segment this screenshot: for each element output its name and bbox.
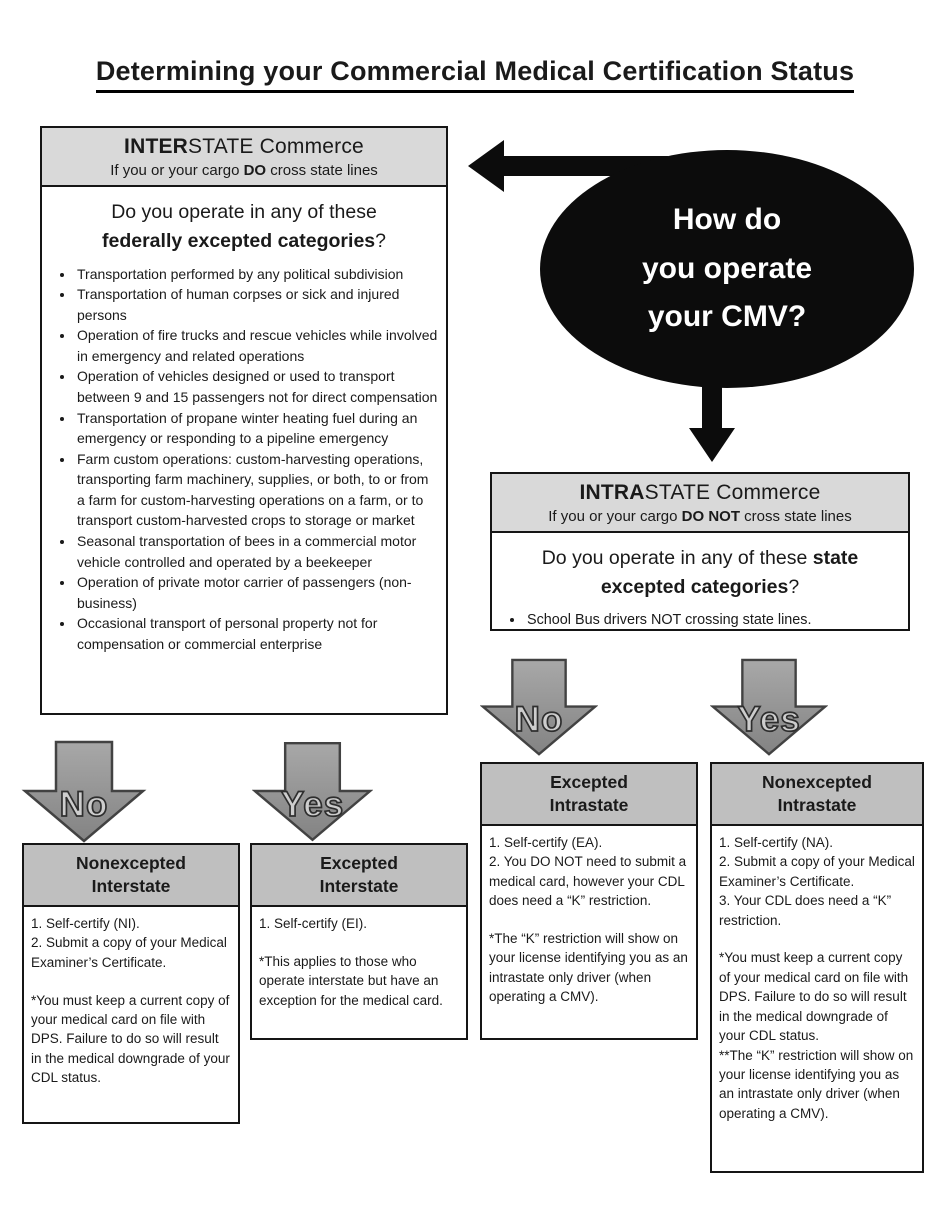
federal-exception-item: Transportation performed by any politica… xyxy=(75,264,438,285)
nonexcepted-intrastate-title: Nonexcepted Intrastate xyxy=(710,762,924,826)
detail-line: 3. Your CDL does need a “K” restriction. xyxy=(719,893,892,928)
gray-down-arrow-icon xyxy=(252,741,373,842)
nonexcepted-interstate-box: Nonexcepted Interstate 1. Self-certify (… xyxy=(22,843,240,1124)
yes-arrow-label: Yes xyxy=(280,784,345,825)
federal-exception-item: Operation of private motor carrier of pa… xyxy=(75,572,438,613)
oval-line-3: your CMV? xyxy=(647,300,807,334)
detail-line: 2. You DO NOT need to submit a medical c… xyxy=(489,854,687,909)
state-exceptions-list: School Bus drivers NOT crossing state li… xyxy=(500,610,900,631)
decision-oval-text: How do you operate your CMV? xyxy=(642,196,812,342)
detail-line: *You must keep a current copy of your me… xyxy=(719,950,909,1044)
intrastate-header: INTRASTATE Commerce If you or your cargo… xyxy=(490,472,910,533)
oval-line-2: you operate xyxy=(641,251,813,285)
interstate-question: Do you operate in any of these federally… xyxy=(102,201,386,253)
federal-exception-item: Transportation of human corpses or sick … xyxy=(75,284,438,325)
excepted-interstate-box: Excepted Interstate 1. Self-certify (EI)… xyxy=(250,843,468,1040)
yes-arrow-label: Yes xyxy=(736,699,801,740)
detail-line xyxy=(31,972,231,990)
down-arrow-icon xyxy=(689,378,735,462)
interstate-header-title: INTERSTATE Commerce xyxy=(124,135,364,158)
nonexcepted-interstate-details: 1. Self-certify (NI). 2. Submit a copy of… xyxy=(22,907,240,1124)
detail-line: 1. Self-certify (NA). xyxy=(719,835,834,850)
excepted-intrastate-details: 1. Self-certify (EA). 2. You DO NOT need … xyxy=(480,826,698,1040)
interstate-header-subtitle: If you or your cargo DO cross state line… xyxy=(110,162,378,179)
detail-line xyxy=(489,911,689,929)
nonexcepted-interstate-title: Nonexcepted Interstate xyxy=(22,843,240,907)
interstate-commerce-box: INTERSTATE Commerce If you or your cargo… xyxy=(40,126,448,715)
gray-down-arrow-icon xyxy=(710,658,828,756)
state-exception-item: School Bus drivers NOT crossing state li… xyxy=(525,610,900,631)
federal-exceptions-list: Transportation performed by any politica… xyxy=(50,264,438,655)
excepted-intrastate-title: Excepted Intrastate xyxy=(480,762,698,826)
no-arrow-label: No xyxy=(514,699,564,740)
federal-exception-item: Farm custom operations: custom-harvestin… xyxy=(75,449,438,531)
detail-line: *You must keep a current copy of your me… xyxy=(31,992,230,1086)
detail-line xyxy=(719,930,915,948)
nonexcepted-intrastate-details: 1. Self-certify (NA). 2. Submit a copy of… xyxy=(710,826,924,1173)
federal-exception-item: Transportation of propane winter heating… xyxy=(75,408,438,449)
gray-down-arrow-icon xyxy=(480,658,598,756)
no-arrow-label: No xyxy=(59,784,109,825)
nonexcepted-intrastate-box: Nonexcepted Intrastate 1. Self-certify (… xyxy=(710,762,924,1173)
detail-line: 1. Self-certify (EI). xyxy=(259,916,368,931)
gray-down-arrow-icon xyxy=(21,740,147,843)
interstate-header: INTERSTATE Commerce If you or your cargo… xyxy=(40,126,448,187)
intrastate-header-subtitle: If you or your cargo DO NOT cross state … xyxy=(548,508,852,525)
detail-line: 2. Submit a copy of your Medical Examine… xyxy=(31,935,227,970)
oval-line-1: How do xyxy=(672,203,782,237)
decision-oval: How do you operate your CMV? xyxy=(540,150,914,388)
detail-line: *The “K” restriction will show on your l… xyxy=(489,930,688,1005)
federal-exception-item: Seasonal transportation of bees in a com… xyxy=(75,531,438,572)
no-arrow-intrastate: No xyxy=(480,656,598,759)
no-arrow-interstate: No xyxy=(20,740,148,844)
federal-exception-item: Operation of vehicles designed or used t… xyxy=(75,366,438,407)
detail-line: **The “K” restriction will show on your … xyxy=(719,1047,914,1121)
detail-line xyxy=(259,933,459,951)
page-title-text: Determining your Commercial Medical Cert… xyxy=(95,56,855,93)
intrastate-commerce-box: INTRASTATE Commerce If you or your cargo… xyxy=(490,472,910,631)
excepted-interstate-details: 1. Self-certify (EI). *This applies to th… xyxy=(250,907,468,1040)
detail-line: 1. Self-certify (NI). xyxy=(31,916,140,931)
detail-line: *This applies to those who operate inter… xyxy=(259,953,443,1008)
left-arrow-icon xyxy=(468,140,668,192)
yes-arrow-interstate: Yes xyxy=(252,740,373,844)
detail-line: 1. Self-certify (EA). xyxy=(489,835,603,850)
detail-line: 2. Submit a copy of your Medical Examine… xyxy=(719,854,915,889)
excepted-interstate-title: Excepted Interstate xyxy=(250,843,468,907)
excepted-intrastate-box: Excepted Intrastate 1. Self-certify (EA)… xyxy=(480,762,698,1040)
federal-exception-item: Occasional transport of personal propert… xyxy=(75,613,438,654)
page-title: Determining your Commercial Medical Cert… xyxy=(0,56,950,93)
intrastate-question: Do you operate in any of these state exc… xyxy=(541,547,859,599)
yes-arrow-intrastate: Yes xyxy=(710,656,828,759)
interstate-body: Do you operate in any of these federally… xyxy=(40,187,448,715)
intrastate-header-title: INTRASTATE Commerce xyxy=(579,481,821,504)
intrastate-body: Do you operate in any of these state exc… xyxy=(490,533,910,631)
federal-exception-item: Operation of fire trucks and rescue vehi… xyxy=(75,325,438,366)
